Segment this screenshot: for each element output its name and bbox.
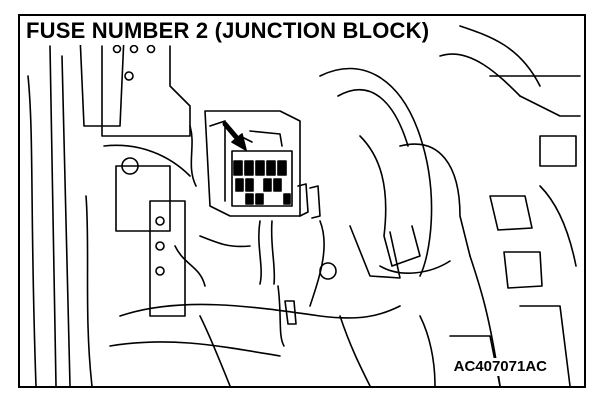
junction-block — [204, 110, 321, 219]
figure-code: AC407071AC — [450, 358, 550, 376]
pointer-arrow-icon — [222, 121, 247, 151]
lower-panel — [109, 260, 451, 386]
junction-block-illustration — [27, 25, 581, 386]
diagram-title: FUSE NUMBER 2 (JUNCTION BLOCK) — [24, 18, 434, 45]
mounting-bracket — [101, 44, 206, 317]
left-pillar — [27, 35, 125, 386]
wiring-harness — [189, 125, 325, 347]
diagram-frame: FUSE NUMBER 2 (JUNCTION BLOCK) AC407071A… — [18, 14, 586, 388]
pedal-assembly — [319, 25, 581, 386]
